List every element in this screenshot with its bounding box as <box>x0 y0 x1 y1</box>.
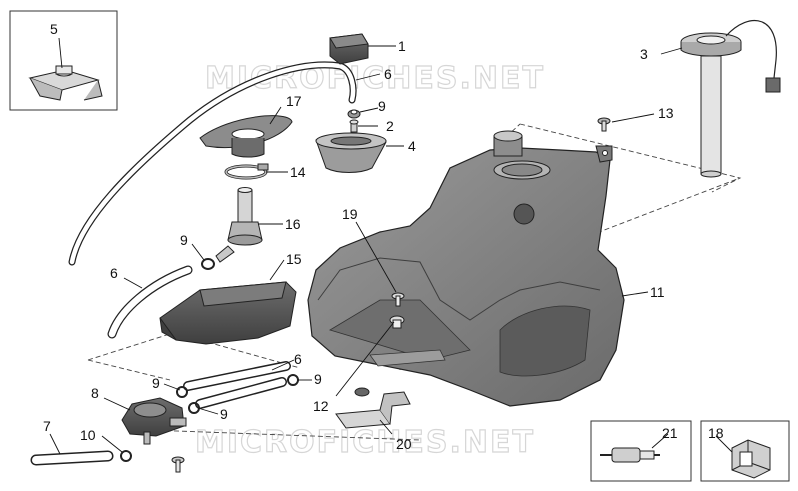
leader-lines <box>49 37 733 455</box>
part-5-box <box>9 10 118 111</box>
callout-11: 11 <box>650 284 665 300</box>
callout-14: 14 <box>290 164 306 180</box>
callout-12: 12 <box>313 398 329 414</box>
callout-15: 15 <box>286 251 302 267</box>
callout-20: 20 <box>396 436 412 452</box>
callout-6-top: 6 <box>384 66 392 82</box>
callout-1: 1 <box>398 38 406 54</box>
callout-18: 18 <box>708 425 724 441</box>
callout-9-mid: 9 <box>180 232 188 248</box>
part-21-box <box>590 420 692 482</box>
part-15-tray <box>159 281 297 345</box>
part-8-valve <box>121 397 187 445</box>
screw-under-valve <box>171 456 185 473</box>
callout-9-lower-left: 9 <box>152 375 160 391</box>
callout-17: 17 <box>286 93 302 109</box>
part-2-fitting <box>349 119 359 133</box>
callout-6-left: 6 <box>110 265 118 281</box>
part-16-filler-neck <box>215 187 263 263</box>
callout-3: 3 <box>640 46 648 62</box>
part-9-clamp-mid <box>201 258 215 270</box>
callout-7: 7 <box>43 418 51 434</box>
callout-9-lower-right: 9 <box>314 371 322 387</box>
part-13-screw <box>597 117 611 132</box>
callout-8: 8 <box>91 385 99 401</box>
callout-9-top: 9 <box>378 98 386 114</box>
callout-21: 21 <box>662 425 678 441</box>
part-19-bolt <box>391 292 405 307</box>
callout-9-bottom: 9 <box>220 406 228 422</box>
part-20-bracket <box>335 387 411 429</box>
part-14-clamp <box>224 163 269 180</box>
callout-5: 5 <box>50 21 58 37</box>
part-7-hose <box>30 450 114 466</box>
callout-2: 2 <box>386 118 394 134</box>
part-18-box <box>700 420 790 482</box>
watermark-bottom: MICROFICHES.NET <box>195 425 535 460</box>
callout-10: 10 <box>80 427 96 443</box>
hose-6-left <box>107 265 193 339</box>
callout-16: 16 <box>285 216 301 232</box>
callout-6-lower: 6 <box>294 351 302 367</box>
part-3-fuel-sender <box>680 20 781 178</box>
callout-4: 4 <box>408 138 416 154</box>
part-10-clamp <box>120 450 132 462</box>
callout-13: 13 <box>658 105 674 121</box>
part-1-cap <box>329 33 369 65</box>
hoses-6-lower <box>183 361 291 409</box>
part-4-funnel <box>315 132 387 173</box>
part-17-collar <box>199 115 293 158</box>
part-11-fuel-tank <box>307 130 625 407</box>
vent-hose-long <box>68 61 357 266</box>
part-9-clamp-top <box>347 109 361 119</box>
callout-19: 19 <box>342 206 358 222</box>
callout-labels: 1 2 3 4 5 6 6 6 7 8 9 9 9 9 9 10 11 12 1… <box>43 21 724 452</box>
